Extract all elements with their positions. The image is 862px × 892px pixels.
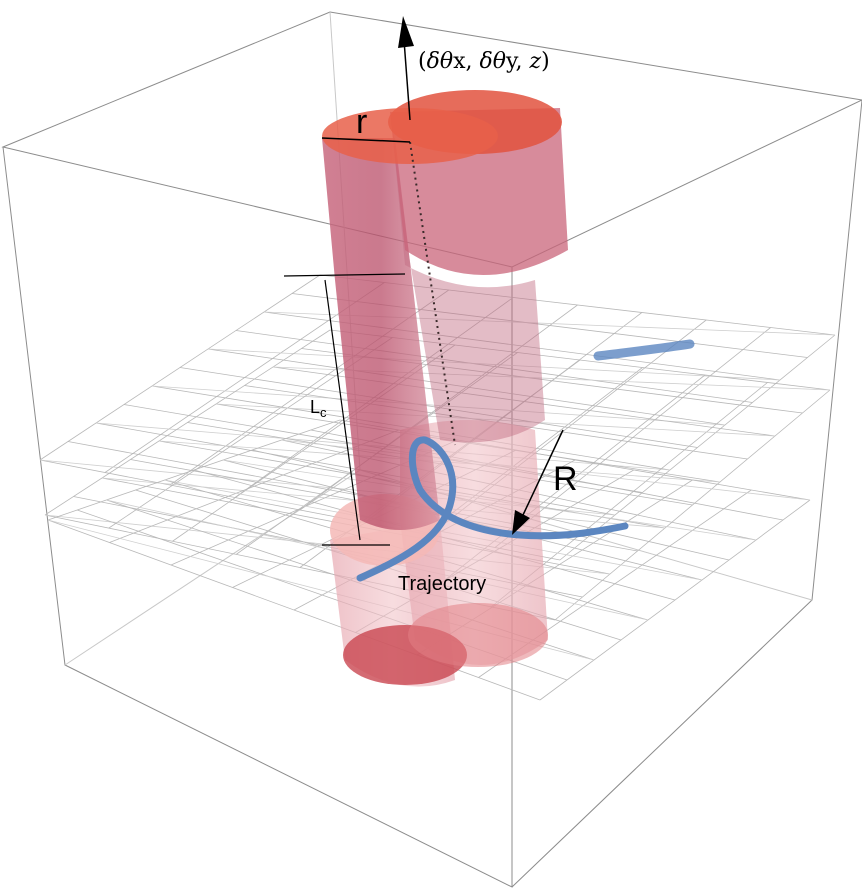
trajectory-curve (356, 339, 695, 582)
upper-cylinder-top-cap-left (322, 108, 498, 164)
radius-big-label: R (553, 460, 578, 498)
radius-small-label: r (356, 103, 367, 141)
grid-diagonal (151, 385, 726, 426)
grid-diagonal (207, 348, 781, 381)
lower-cylinder-right (400, 420, 548, 665)
grid-line (104, 282, 385, 473)
cylinder-stack (322, 90, 568, 687)
axis-label: (δθx, δθy, z) (418, 49, 550, 74)
length-label: Lc (310, 397, 327, 420)
grid-line (44, 329, 331, 516)
axis-arrow (398, 16, 414, 121)
grid-line (494, 327, 771, 548)
radius-R-arrow (512, 429, 564, 535)
grid-line (39, 274, 321, 461)
upper-tube-left (322, 138, 440, 530)
trajectory-main (356, 436, 629, 582)
grid-line (539, 499, 811, 701)
grid-diagonal (215, 403, 776, 437)
trajectory-label: Trajectory (398, 573, 486, 595)
grid-line (554, 389, 831, 621)
grid-line (47, 419, 341, 521)
upper-tube-right (390, 108, 545, 443)
radius-r-line (321, 137, 411, 143)
lower-cylinder-bottom-cap-2 (408, 603, 548, 667)
length-dimension (283, 273, 406, 546)
grid-line (109, 429, 399, 543)
trajectory-fragment (593, 339, 695, 361)
